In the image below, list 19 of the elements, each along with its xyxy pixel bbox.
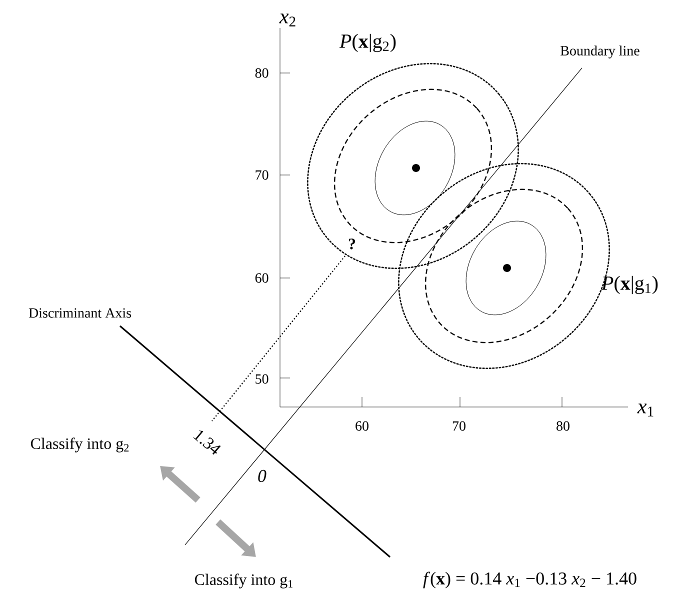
question-mark: ? xyxy=(348,238,356,250)
axis-label: x$_{2}$ xyxy=(279,14,296,26)
curve-label: P(x|g$_{2}$) xyxy=(339,34,396,52)
value-label: 1.34 xyxy=(193,430,221,455)
region-label: Classify into g$_{2}$ xyxy=(30,438,129,452)
curve-label: P(x|g$_{1}$) xyxy=(601,276,658,294)
region-label: Classify into g$_{1}$ xyxy=(194,574,293,588)
tick-label: 70 xyxy=(256,170,268,180)
value-label: 0 xyxy=(258,470,266,482)
line-label: Boundary line xyxy=(560,46,640,58)
tick-label: 80 xyxy=(556,421,570,431)
tick-label: 70 xyxy=(452,421,466,431)
equation: f(x) = 0.14 x$_{1}$ −0.13 x$_{2}$ − 1.40 xyxy=(423,572,636,588)
tick-label: 60 xyxy=(255,273,268,283)
tick-label: 60 xyxy=(356,421,368,431)
tick-label: 50 xyxy=(256,374,268,384)
axis-label: x$_{1}$ xyxy=(637,404,654,416)
axis-label: Discriminant Axis xyxy=(28,308,132,318)
tick-label: 80 xyxy=(255,68,268,78)
